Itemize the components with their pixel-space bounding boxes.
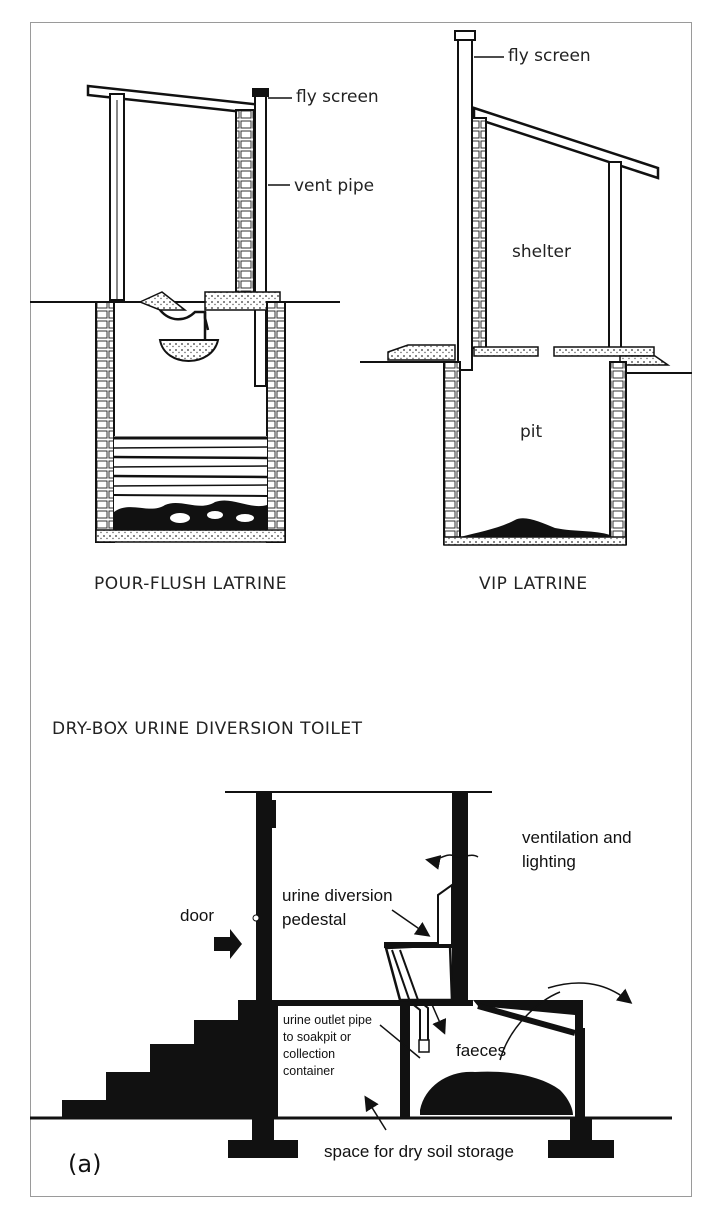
vip-pit-left-wall: [443, 361, 461, 545]
pour-flush-fly-screen-cap: [252, 88, 269, 97]
faeces-pile: [420, 1071, 573, 1115]
ventilation-label-line2: lighting: [522, 852, 576, 871]
pour-flush-sludge: [113, 436, 268, 530]
pour-flush-brick-wall: [235, 109, 255, 301]
pour-flush-vent-pipe-label: vent pipe: [294, 176, 374, 196]
vip-fly-screen-cap: [454, 30, 476, 41]
urine-diversion-pedestal: [384, 943, 454, 1002]
pedestal-label-line2: pedestal: [282, 910, 346, 929]
pour-flush-pit-left-wall: [95, 301, 115, 543]
stairs: [62, 1000, 278, 1118]
outlet-label-line2: to soakpit or: [283, 1030, 351, 1044]
pour-flush-caption: POUR-FLUSH LATRINE: [94, 574, 287, 594]
vip-fly-screen-label: fly screen: [508, 46, 591, 66]
pour-flush-pit-right-wall: [266, 301, 286, 543]
vip-pit-contents: [460, 518, 610, 537]
ventilation-label-line1: ventilation and: [522, 828, 632, 847]
vip-right-post: [608, 161, 622, 349]
storage-label: space for dry soil storage: [324, 1142, 514, 1161]
outlet-label-line3: collection: [283, 1047, 335, 1061]
panel-tag: (a): [68, 1150, 101, 1178]
dry-box-title: DRY-BOX URINE DIVERSION TOILET: [52, 719, 363, 739]
vip-caption: VIP LATRINE: [479, 574, 588, 594]
vent-pipe: [254, 95, 267, 387]
pedestal-label-line1: urine diversion: [282, 886, 393, 905]
vip-shelter-label: shelter: [512, 242, 571, 262]
figure-frame: [30, 22, 692, 1197]
outlet-label-line1: urine outlet pipe: [283, 1013, 372, 1027]
vip-shelter-wall: [471, 117, 487, 349]
vip-pit-label: pit: [520, 422, 543, 442]
door-arrow: [214, 929, 242, 959]
dry-box-toilet-drawing: [30, 791, 672, 1158]
vip-roof: [472, 106, 660, 180]
faeces-label: faeces: [456, 1041, 506, 1060]
vip-vent-pipe: [457, 37, 473, 371]
vip-pit-right-wall: [609, 361, 627, 545]
vip-latrine-drawing: [360, 30, 692, 546]
pour-flush-latrine-drawing: [30, 84, 340, 543]
outlet-label-line4: container: [283, 1064, 334, 1078]
pour-flush-fly-screen-label: fly screen: [296, 87, 379, 107]
door-label: door: [180, 906, 214, 925]
